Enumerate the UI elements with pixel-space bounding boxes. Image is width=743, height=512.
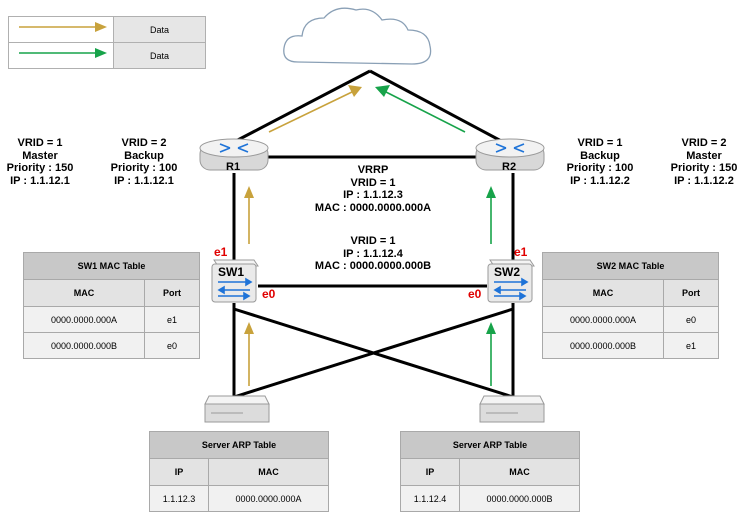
table-header: IP [400, 458, 460, 486]
server-icon [204, 395, 270, 423]
green-flow-arrows [375, 85, 496, 386]
link-r1-cloud [231, 69, 371, 145]
table-row: 0000.0000.000B e0 [23, 332, 200, 359]
table-row: 1.1.12.4 0000.0000.000B [400, 485, 580, 512]
r2-label: R2 [502, 161, 517, 173]
server2-arp-table: Server ARP Table IP MAC 1.1.12.4 0000.00… [400, 431, 580, 512]
switch-icon [487, 259, 535, 303]
table-row: 1.1.12.3 0000.0000.000A [149, 485, 329, 512]
green-arrow-icon [19, 48, 107, 58]
table-header: IP [149, 458, 209, 486]
sw1-port-up: e1 [214, 245, 228, 259]
r1-label: R1 [226, 161, 241, 173]
link-r2-cloud [369, 69, 506, 145]
sw1-mac-table: SW1 MAC Table MAC Port 0000.0000.000A e1… [23, 252, 200, 359]
sw2-port-left: e0 [468, 287, 482, 301]
sw2-port-up: e1 [514, 245, 528, 259]
legend: Data Data [8, 16, 206, 69]
link-sw2-server1 [233, 307, 514, 399]
router-icon [475, 138, 545, 171]
server1-arp-table: Server ARP Table IP MAC 1.1.12.3 0000.00… [149, 431, 329, 512]
table-header: Port [144, 279, 200, 307]
table-row: 0000.0000.000A e0 [542, 306, 719, 333]
table-header: MAC [459, 458, 580, 486]
table-header: MAC [23, 279, 145, 307]
table-title: Server ARP Table [149, 431, 329, 459]
table-header: MAC [542, 279, 664, 307]
table-row: 0000.0000.000A e1 [23, 306, 200, 333]
table-title: SW1 MAC Table [23, 252, 200, 280]
table-title: Server ARP Table [400, 431, 580, 459]
gold-flow-arrows [244, 85, 362, 386]
legend-swatch-green [8, 42, 114, 69]
router-icon [199, 138, 269, 171]
legend-label: Data [113, 42, 206, 69]
table-row: 0000.0000.000B e1 [542, 332, 719, 359]
vrrp-info-1: VRRP VRID = 1 IP : 1.1.12.3 MAC : 0000.0… [314, 164, 432, 214]
switch-icon [211, 259, 259, 303]
table-title: SW2 MAC Table [542, 252, 719, 280]
table-header: Port [663, 279, 719, 307]
sw2-label: SW2 [494, 265, 521, 279]
legend-row-green: Data [8, 42, 206, 69]
table-header: MAC [208, 458, 329, 486]
legend-swatch-gold [8, 16, 114, 43]
legend-row-gold: Data [8, 16, 206, 43]
sw1-port-right: e0 [262, 287, 276, 301]
sw1-label: SW1 [218, 265, 245, 279]
sw2-mac-table: SW2 MAC Table MAC Port 0000.0000.000A e0… [542, 252, 719, 359]
gold-arrow-icon [19, 22, 107, 32]
server-icon [479, 395, 545, 423]
cloud-icon [283, 7, 432, 65]
legend-label: Data [113, 16, 206, 43]
vrrp-info-2: VRID = 1 IP : 1.1.12.4 MAC : 0000.0000.0… [314, 235, 432, 272]
